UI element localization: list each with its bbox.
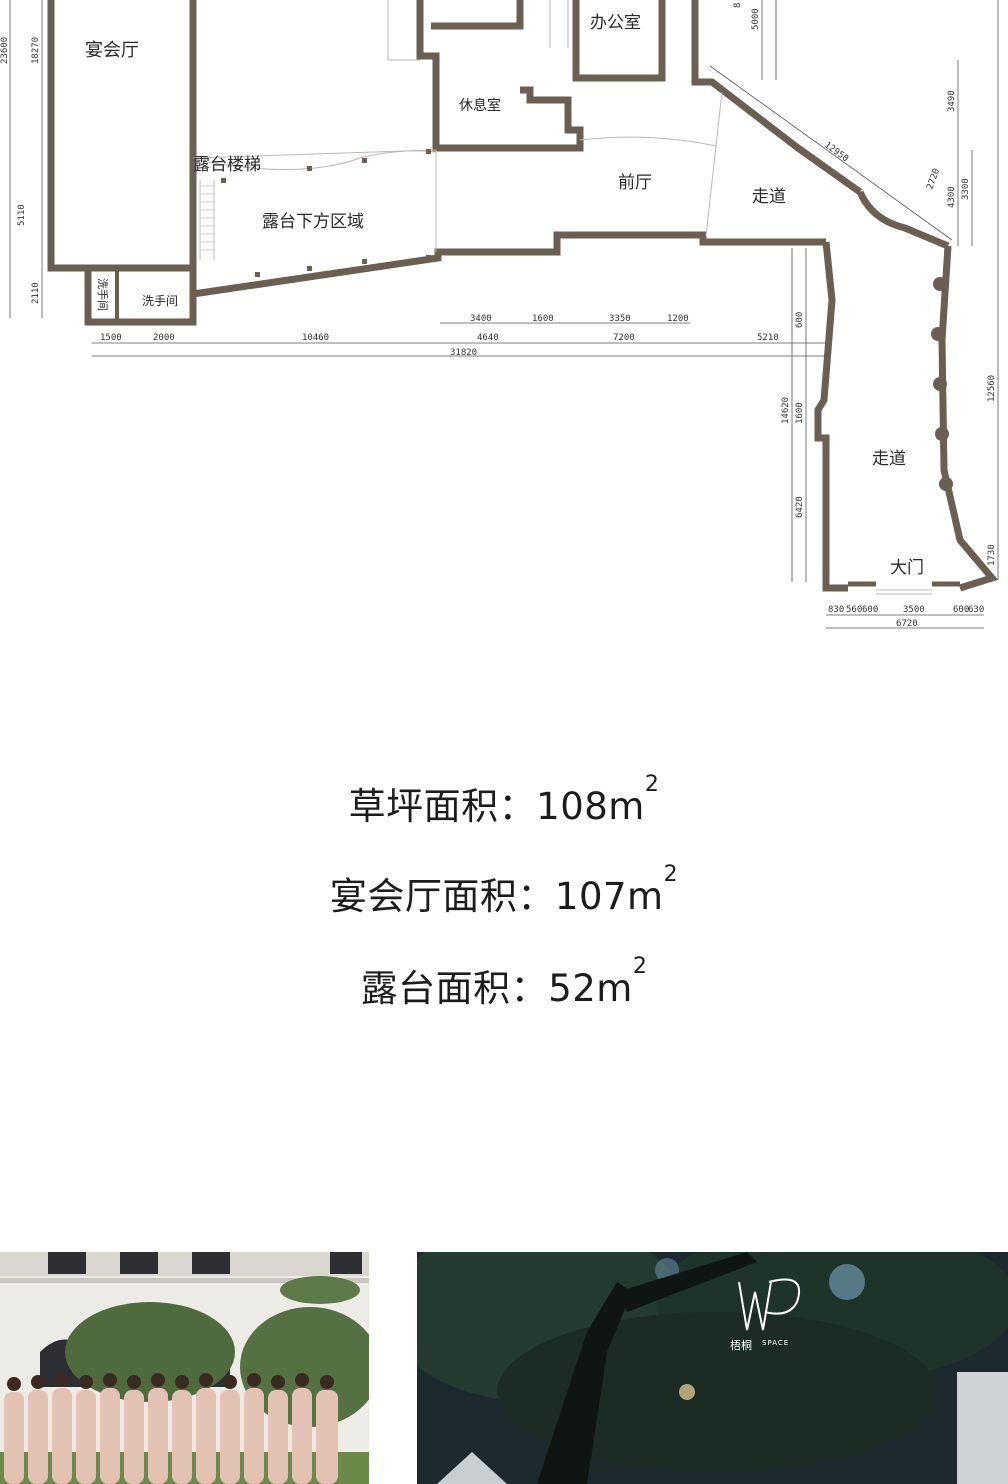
dim-8: 8 — [733, 3, 743, 8]
column-dots — [221, 149, 431, 277]
dim-10460: 10460 — [302, 333, 329, 343]
dimension-texts: 1500 2000 10460 4640 7200 5210 31820 340… — [0, 3, 997, 629]
office-walls — [431, 0, 524, 30]
banquet-area-stat: 宴会厅面积：107m2 — [0, 862, 1008, 920]
dim-14620: 14620 — [781, 397, 791, 424]
dim-4640: 4640 — [477, 333, 499, 343]
banquet-hall-label: 宴会厅 — [85, 39, 139, 61]
dim-2110: 2110 — [31, 282, 41, 304]
dim-31820: 31820 — [450, 348, 477, 358]
night-garden-illustration: 梧桐 SPACE — [417, 1252, 1008, 1484]
watermark-sub: SPACE — [762, 1339, 789, 1347]
watermark-brand: 梧桐 — [730, 1338, 752, 1352]
dim-3500: 3500 — [903, 605, 925, 615]
terrace-bottom-wall — [192, 231, 826, 298]
dim-18270: 18270 — [31, 37, 41, 64]
dim-3490: 3490 — [947, 90, 957, 112]
front-hall-label: 前厅 — [618, 173, 652, 193]
stat-value: 52m — [548, 967, 633, 1010]
dim-7200: 7200 — [613, 333, 635, 343]
corridor-right-wall — [938, 245, 999, 592]
dim-560: 560 — [846, 605, 862, 615]
bay-curve — [856, 190, 950, 250]
dim-2720: 2720 — [925, 167, 942, 191]
dim-6420: 6420 — [795, 496, 805, 518]
night-garden-photo: 梧桐 SPACE — [417, 1252, 1008, 1484]
terrace-area-stat: 露台面积：52m2 — [0, 954, 1008, 1012]
stat-label: 露台面积： — [360, 967, 549, 1010]
group-photo — [0, 1252, 369, 1484]
corridor-upper-label: 走道 — [752, 187, 786, 207]
dim-1500: 1500 — [100, 333, 122, 343]
group-photo-illustration — [0, 1252, 369, 1484]
dim-3350: 3350 — [609, 314, 631, 324]
lounge-walls — [416, 0, 584, 152]
dim-6720: 6720 — [896, 619, 918, 629]
main-gate-label: 大门 — [890, 558, 924, 578]
dim-23600: 23600 — [0, 37, 10, 64]
dim-12950: 12950 — [822, 140, 850, 164]
bay-columns — [931, 277, 953, 491]
dim-1600: 1600 — [532, 314, 554, 324]
washroom-walls — [84, 268, 197, 326]
thin-lines — [192, 0, 932, 595]
corridor-left-wall — [814, 241, 848, 592]
office-label: 办公室 — [590, 13, 641, 33]
walls — [47, 0, 999, 592]
dimension-lines — [9, 0, 999, 629]
stat-sup: 2 — [644, 772, 660, 797]
floor-plan: 宴会厅 办公室 休息室 露台楼梯 露台下方区域 前厅 走道 走道 大门 洗手间 … — [0, 0, 999, 629]
dim-830: 830 — [828, 605, 844, 615]
diagonal-wall — [691, 0, 863, 195]
stat-value: 108m — [536, 785, 645, 828]
office-right — [572, 0, 666, 82]
terrace-stairs-label: 露台楼梯 — [193, 155, 261, 175]
corridor-lower-label: 走道 — [872, 449, 906, 469]
dim-5110: 5110 — [17, 204, 27, 226]
lounge-label: 休息室 — [459, 97, 501, 114]
stat-sup: 2 — [632, 954, 648, 979]
dim-630: 630 — [968, 605, 984, 615]
dim-3300: 3300 — [961, 178, 971, 200]
stat-value: 107m — [554, 875, 664, 918]
brand-logo — [738, 1278, 800, 1331]
dim-600: 600 — [795, 312, 805, 328]
dim-5000: 5000 — [751, 8, 761, 30]
dim-1200: 1200 — [667, 314, 689, 324]
dim-4300: 4300 — [947, 186, 957, 208]
stat-sup: 2 — [663, 862, 679, 887]
dim-5210: 5210 — [757, 333, 779, 343]
dim-1730: 1730 — [987, 544, 997, 566]
dim-600c: 600 — [862, 605, 878, 615]
lawn-area-stat: 草坪面积：108m2 — [0, 772, 1008, 830]
stair-treads — [200, 185, 214, 251]
washroom-b-label: 洗手间 — [142, 294, 178, 308]
washroom-a-label: 洗手间 — [96, 278, 110, 311]
under-terrace-label: 露台下方区域 — [262, 212, 364, 232]
dim-3400: 3400 — [470, 314, 492, 324]
dim-600d: 600 — [953, 605, 969, 615]
dim-1600b: 1600 — [795, 402, 805, 424]
dim-2000: 2000 — [153, 333, 175, 343]
dim-12560: 12560 — [987, 375, 997, 402]
banquet-hall-walls — [47, 0, 197, 272]
stat-label: 宴会厅面积： — [329, 875, 555, 918]
stat-label: 草坪面积： — [348, 785, 537, 828]
